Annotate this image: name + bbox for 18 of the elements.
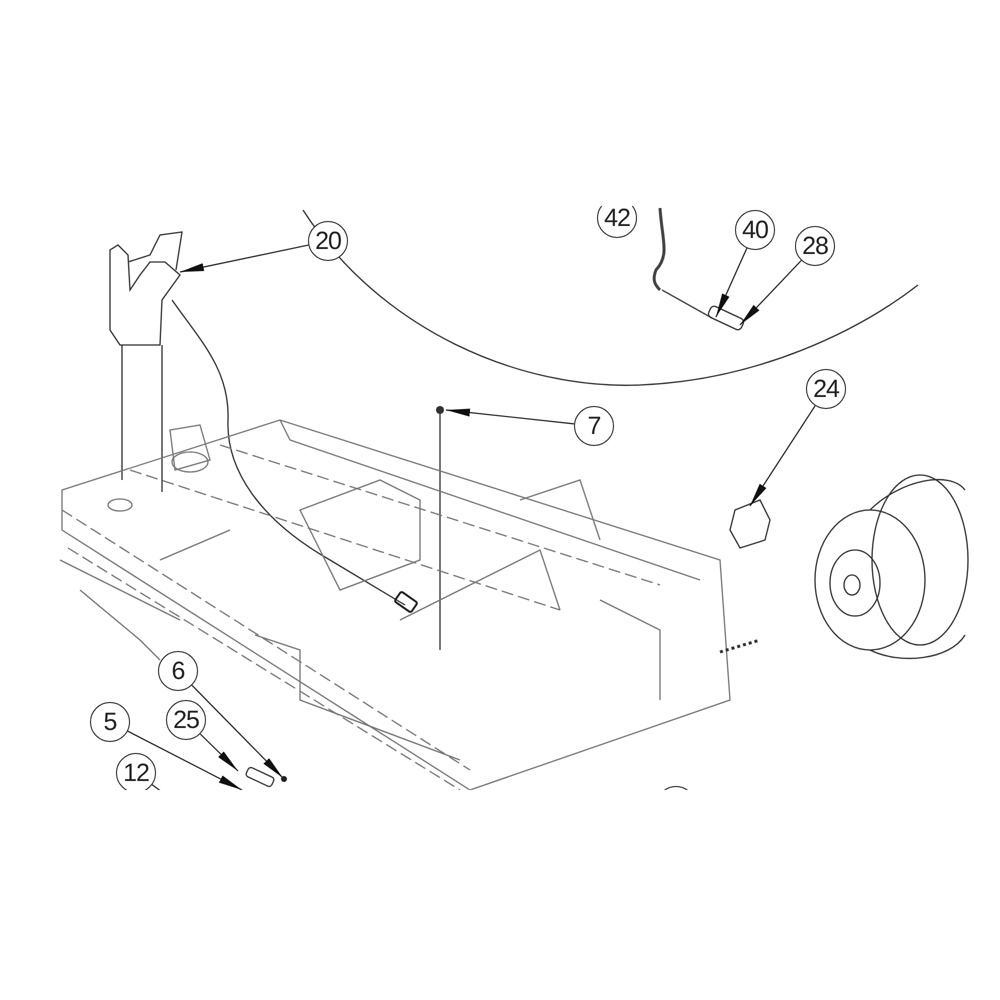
callout-number: 7 — [574, 406, 614, 446]
callout-number: 28 — [795, 226, 835, 266]
leader-line — [446, 408, 574, 424]
callout-number: 25 — [166, 700, 206, 740]
callout-number: 6 — [158, 651, 198, 691]
callout-number: 20 — [308, 221, 348, 261]
leader-line — [740, 260, 802, 326]
callout-number: 40 — [735, 210, 775, 250]
callout-number: 42 — [597, 206, 637, 238]
callout-number: 12 — [116, 753, 156, 790]
leader-line — [200, 734, 238, 772]
callout-number: 5 — [90, 702, 130, 742]
leader-line — [180, 244, 309, 273]
leader-line — [715, 248, 748, 318]
leader-line — [128, 730, 242, 790]
leader-line — [750, 405, 816, 506]
leader-line — [192, 684, 284, 778]
callout-number: 24 — [806, 369, 846, 409]
